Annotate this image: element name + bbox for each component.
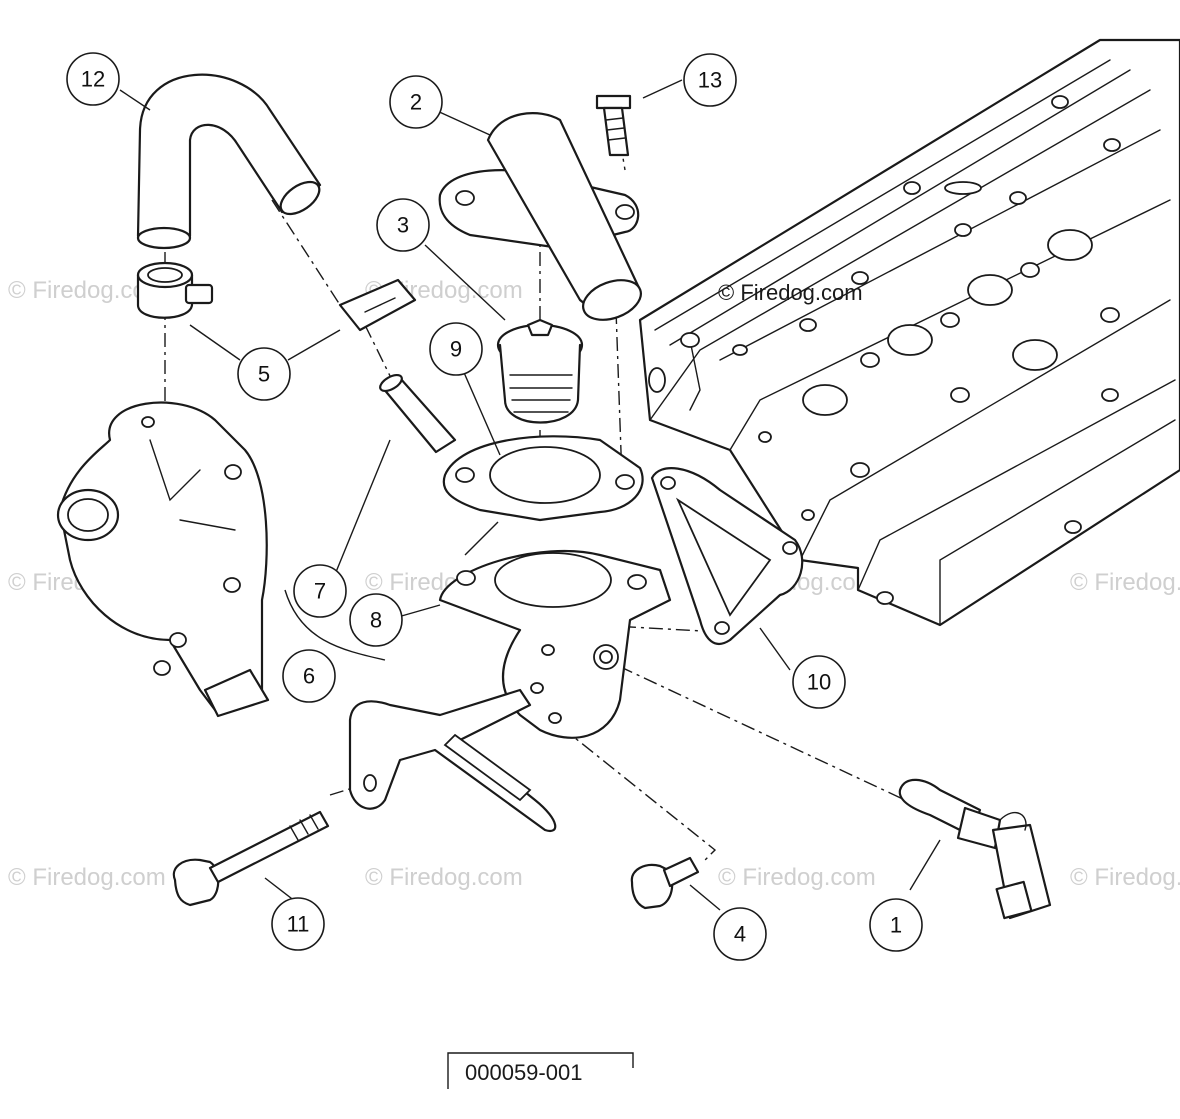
callout-number: 11 [287, 912, 310, 937]
callout-1: 1 [869, 898, 923, 952]
callout-number: 13 [698, 68, 722, 93]
callout-5: 5 [237, 347, 291, 401]
callout-number: 7 [314, 579, 326, 604]
callout-7: 7 [293, 564, 347, 618]
watermark-text: © Firedog.com [1070, 569, 1180, 596]
thermostat-part [496, 318, 584, 424]
water-pump-part [56, 401, 270, 718]
callout-number: 10 [807, 670, 831, 695]
callout-12: 12 [66, 52, 120, 106]
watermark-text: © Firedog.com [718, 864, 876, 891]
callout-number: 8 [370, 608, 382, 633]
callout-3: 3 [376, 198, 430, 252]
watermark-text: © Firedog.com [8, 864, 166, 891]
callout-number: 5 [258, 362, 270, 387]
temperature-sensor-part [898, 778, 1052, 920]
seal-piece-part [338, 278, 417, 332]
callout-number: 1 [890, 913, 902, 938]
thermostat-cover-part [438, 112, 642, 321]
hose-clamp-part [136, 261, 214, 319]
callout-4: 4 [713, 907, 767, 961]
gasket-triangular-part [650, 467, 804, 645]
copyright-text: © Firedog.com [718, 280, 863, 305]
callout-13: 13 [683, 53, 737, 107]
callout-6: 6 [282, 649, 336, 703]
callout-10: 10 [792, 655, 846, 709]
callout-number: 6 [303, 664, 315, 689]
callout-2: 2 [389, 75, 443, 129]
hose-part [136, 73, 322, 250]
watermark-text: © Firedog.com [365, 864, 523, 891]
callout-number: 3 [397, 213, 409, 238]
watermark-text: © Firedog.com [1070, 864, 1180, 891]
gasket-part [442, 435, 644, 522]
callout-number: 2 [410, 90, 422, 115]
callout-number: 4 [734, 922, 746, 947]
callout-8: 8 [349, 593, 403, 647]
callout-number: 12 [81, 67, 105, 92]
callout-9: 9 [429, 322, 483, 376]
bolt-part [595, 94, 632, 157]
short-bolt-part [630, 856, 700, 910]
drawing-number: 000059-001 [465, 1060, 582, 1085]
long-bolt-part [172, 810, 330, 907]
drawing-reference-box: 000059-001 [447, 1052, 634, 1089]
leader-lines [119, 79, 941, 911]
thermostat-housing-part [438, 550, 672, 739]
callout-11: 11 [271, 897, 325, 951]
cylinder-head [638, 38, 1180, 627]
pipe-part [379, 373, 457, 454]
bracket-part [348, 688, 557, 833]
callout-number: 9 [450, 337, 462, 362]
